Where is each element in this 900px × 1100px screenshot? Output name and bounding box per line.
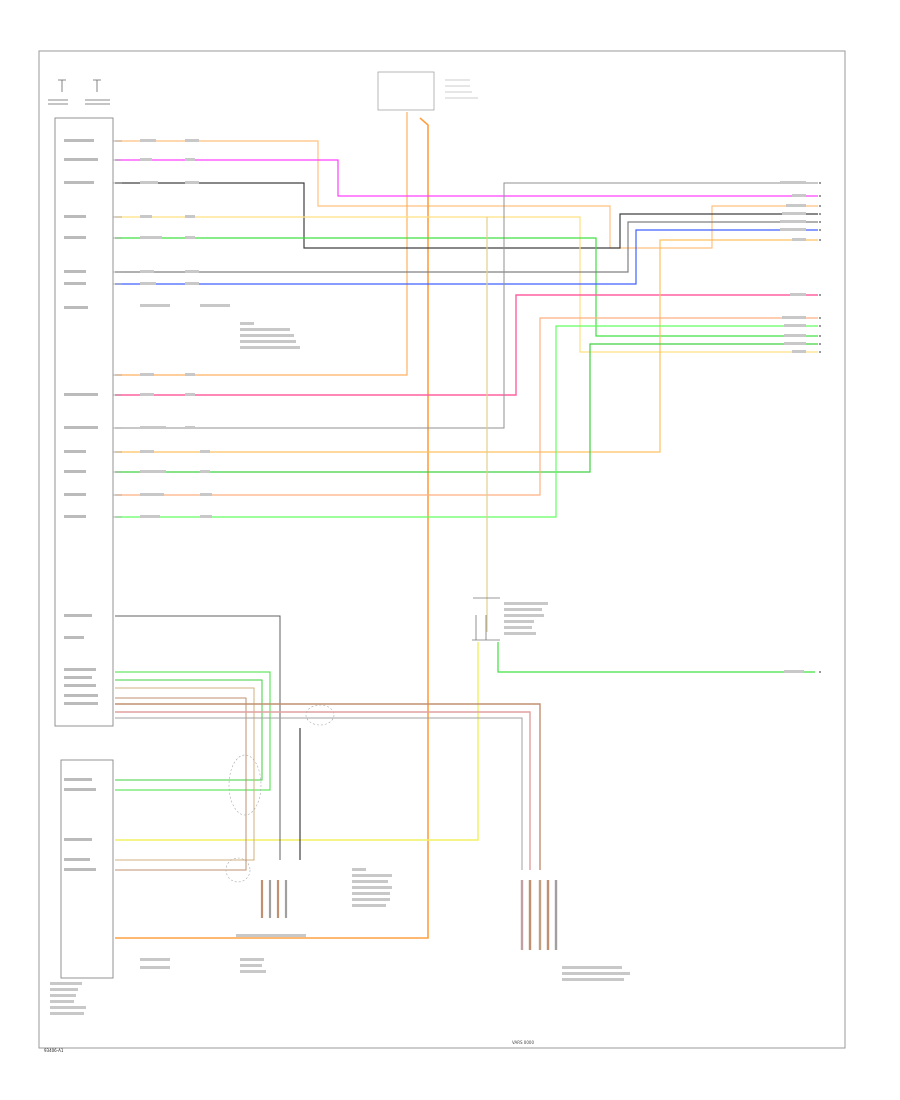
wire-orange-2 — [115, 317, 818, 496]
splice-dashed-upper — [305, 704, 335, 726]
wire-green — [115, 237, 818, 337]
wire-green-bundle-1 — [115, 671, 271, 791]
wire-light-orange — [115, 239, 818, 453]
splice-dashed-amp — [225, 857, 251, 883]
center-footer: VARS 0000 — [512, 1040, 534, 1045]
fuse-block — [377, 71, 435, 111]
amp-bottom-wire-labels — [140, 934, 306, 973]
wire-yellow — [115, 642, 479, 841]
note-block-upper — [240, 322, 300, 349]
wire-orange-radio-power — [115, 140, 818, 249]
wire-blue — [115, 229, 818, 285]
wire-green-steering — [497, 642, 815, 673]
wire-gray-2 — [115, 182, 818, 429]
wire-color-labels — [140, 139, 230, 518]
fuse-block-text — [445, 79, 478, 99]
wire-gray-1 — [115, 221, 818, 273]
right-terminals — [819, 182, 821, 673]
note-block-speaker — [562, 966, 630, 981]
top-left-connectors — [48, 79, 110, 105]
diagram-border — [38, 50, 846, 1049]
footer-code: 93406-A1 — [44, 1048, 64, 1053]
wire-pink — [115, 294, 818, 396]
note-block-steering — [504, 602, 548, 635]
note-block-ground — [352, 868, 392, 907]
amplifier-module — [60, 759, 114, 979]
wire-orange-amp-power — [115, 117, 429, 939]
wire-brown-long — [115, 703, 541, 870]
amp-connector-stubs — [260, 880, 288, 918]
right-end-labels — [780, 181, 806, 673]
wire-green-2 — [115, 343, 818, 473]
speaker-connector-stubs — [520, 880, 558, 950]
steering-connector — [472, 597, 500, 641]
wire-pink-long — [115, 711, 531, 870]
wire-tan-bundle — [115, 687, 255, 861]
wire-brown-bundle — [115, 697, 247, 871]
radio-module — [54, 117, 114, 727]
wire-magenta — [115, 159, 818, 197]
radio-pin-ticks — [113, 140, 122, 518]
pin-labels-left — [64, 139, 98, 871]
wire-gray-bundle — [115, 615, 281, 860]
wire-green-bundle-2 — [115, 679, 263, 781]
wire-light-green — [115, 325, 818, 518]
wire-gray-long — [115, 717, 523, 870]
note-block-amp — [50, 982, 86, 1015]
splice-dashed-lower — [228, 754, 262, 816]
wire-orange-fuse-feed — [115, 112, 408, 376]
wire-dark-gray — [115, 182, 818, 249]
